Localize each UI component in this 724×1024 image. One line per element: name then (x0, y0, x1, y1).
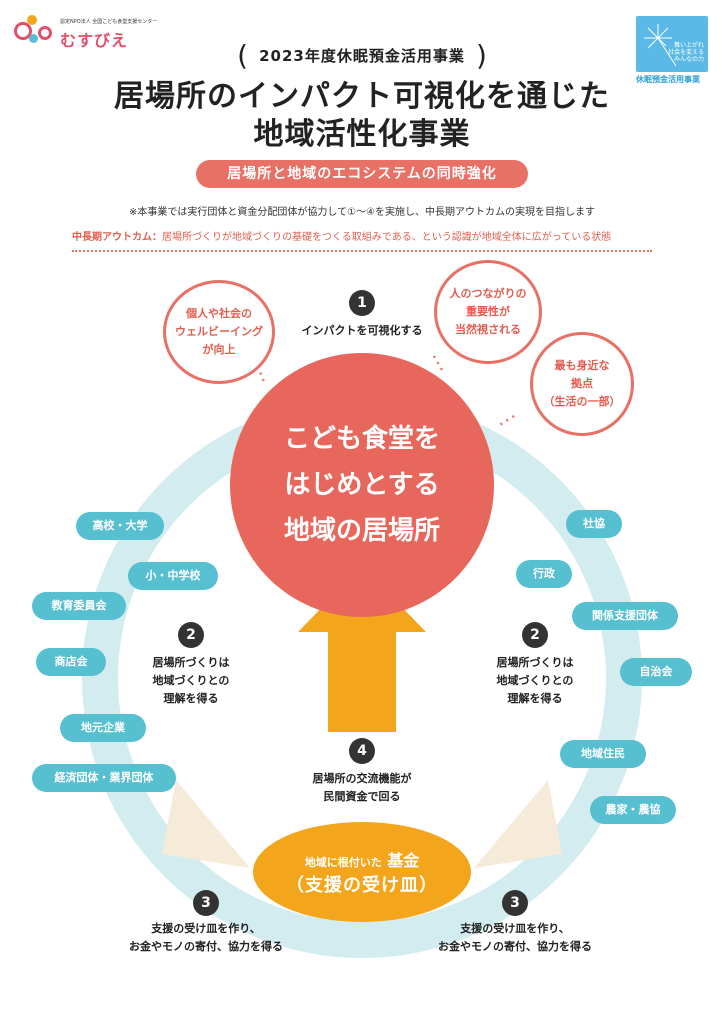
pill-shopping-association: 商店会 (36, 648, 106, 676)
dandelion-icon (644, 24, 677, 67)
pill-social-welfare-council: 社協 (566, 510, 622, 538)
outcome-text: 居場所づくりが地域づくりの基礎をつくる取組みである、という認識が地域全体に広がっ… (162, 232, 612, 243)
outcome-label: 中長期アウトカム： (72, 232, 162, 243)
logo-dot-mark (14, 22, 32, 40)
logo: 認定NPO法人 全国こども食堂支援センター むすびえ (14, 12, 158, 52)
bubble-wellbeing: 個人や社会の ウェルビーイング が向上 (163, 280, 275, 384)
badge-paren-close: ) (475, 39, 487, 72)
logo-dot-mark (38, 26, 52, 40)
step1-number: 1 (349, 290, 375, 316)
right-arrow-head (474, 780, 562, 868)
center-circle: こども食堂を はじめとする 地域の居場所 (230, 353, 494, 617)
pill-farmers-agricultural-coop: 農家・農協 (590, 796, 676, 824)
badge-title: 2023年度休眠預金活用事業 (259, 47, 465, 65)
step4-number: 4 (349, 738, 375, 764)
step3-left-number: 3 (193, 890, 219, 916)
step2-right-number: 2 (522, 622, 548, 648)
center-line1: こども食堂を (283, 424, 440, 454)
center-line3: 地域の居場所 (283, 516, 440, 546)
fund-line2: （支援の受け皿） (286, 875, 438, 896)
page-title-line2: 地域活性化事業 (253, 117, 471, 152)
step4-text: 居場所の交流機能が 民間資金で回る (312, 772, 412, 803)
step2-left-number: 2 (178, 622, 204, 648)
kyumin-dandelion-mark: 舞い上がれ 社会を変える みんなの力 (636, 16, 708, 72)
kyumin-copy: 舞い上がれ 社会を変える みんなの力 (668, 42, 704, 63)
pill-economic-industry-groups: 経済団体・業界団体 (32, 764, 176, 792)
fund-line1: 地域に根付いた 基金 (305, 847, 420, 871)
divider (72, 250, 652, 252)
logo-org-name: 認定NPO法人 全国こども食堂支援センター (60, 19, 158, 25)
logo-name: むすびえ (60, 31, 129, 50)
step3-left-text: 支援の受け皿を作り、 お金やモノの寄付、協力を得る (129, 922, 283, 953)
logo-dot-mark (27, 15, 37, 25)
kyumin-label: 休眠預金活用事業 (636, 75, 700, 84)
pill-government: 行政 (516, 560, 572, 588)
step3-right-text: 支援の受け皿を作り、 お金やモノの寄付、協力を得る (438, 922, 592, 953)
badge-paren-open: ( (237, 39, 249, 72)
outcome: 中長期アウトカム：居場所づくりが地域づくりの基礎をつくる取組みである、という認識… (72, 228, 692, 243)
step2-left-text: 居場所づくりは 地域づくりとの 理解を得る (152, 656, 230, 705)
bubble-closest: 最も身近な 拠点 （生活の一部） (530, 332, 634, 436)
pill-neighborhood-association: 自治会 (620, 658, 692, 686)
step1-text: インパクトを可視化する (301, 324, 423, 337)
pill-local-companies: 地元企業 (60, 714, 146, 742)
badge-title-row: ( 2023年度休眠預金活用事業 ) (0, 42, 724, 70)
pill-high-school-university: 高校・大学 (76, 512, 164, 540)
note: ※本事業では実行団体と資金分配団体が協力して①〜④を実施し、中長期アウトカムの実… (128, 207, 595, 218)
pill-local-residents: 地域住民 (560, 740, 646, 768)
left-arrow-head (162, 780, 250, 868)
page-title-line1: 居場所のインパクト可視化を通じた (114, 79, 610, 114)
fund-circle: 地域に根付いた 基金 （支援の受け皿） (253, 822, 471, 922)
bubble-connection: 人のつながりの 重要性が 当然視される (434, 260, 542, 364)
center-line2: はじめとする (284, 470, 440, 500)
kyumin-logo: 舞い上がれ 社会を変える みんなの力 休眠預金活用事業 (636, 16, 710, 86)
fund-word: 基金 (387, 851, 420, 870)
pill-related-support-groups: 関係支援団体 (572, 602, 678, 630)
step3-right-number: 3 (502, 890, 528, 916)
step2-right-text: 居場所づくりは 地域づくりとの 理解を得る (496, 656, 574, 705)
subtitle-pill: 居場所と地域のエコシステムの同時強化 (196, 160, 528, 188)
fund-prefix: 地域に根付いた (304, 856, 382, 869)
pill-elementary-junior-high: 小・中学校 (128, 562, 218, 590)
logo-dot-mark (29, 34, 38, 43)
pill-board-of-education: 教育委員会 (32, 592, 126, 620)
